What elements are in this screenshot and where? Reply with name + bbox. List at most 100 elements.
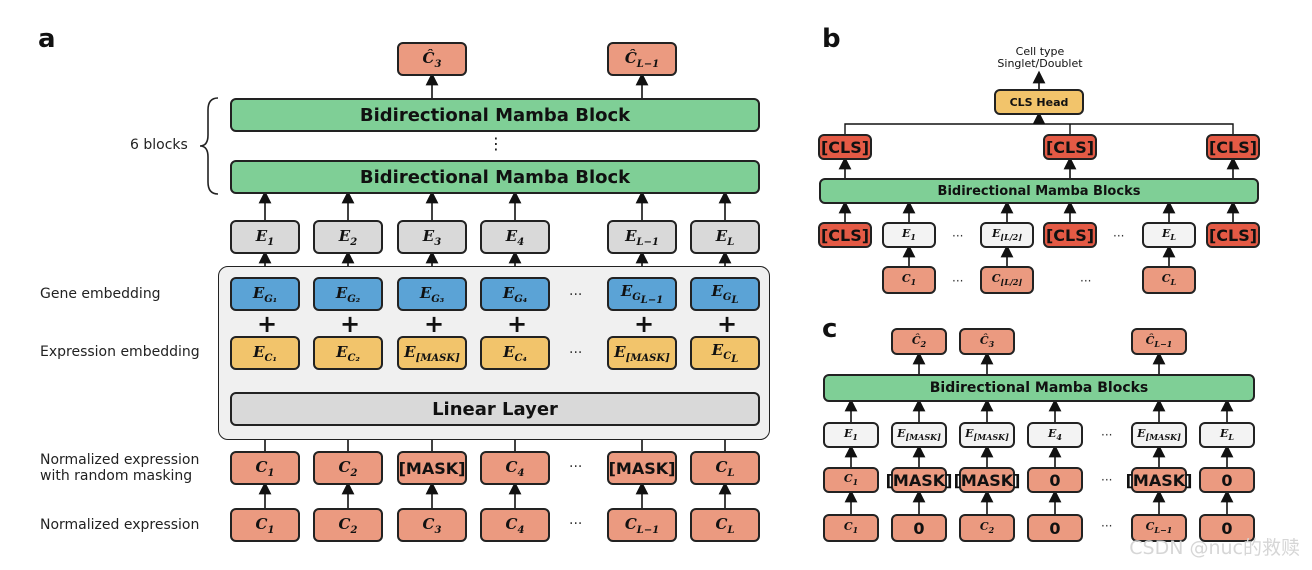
c-output-box: ĈL−1 [1131, 328, 1187, 355]
c-masked-input-box: [MASK] [954, 467, 1020, 493]
plus-sign: + [717, 310, 738, 338]
b-top-cls-box: [CLS] [1206, 134, 1260, 160]
b-input-token-box: E1 [882, 222, 936, 248]
a-ellipsis: ··· [569, 345, 583, 361]
c-embedding-box: EL [1199, 422, 1255, 448]
a-output-box: Ĉ3 [397, 42, 467, 76]
c-ellipsis: ··· [1101, 519, 1113, 533]
a-gene-embedding-box: EG₃ [397, 277, 467, 311]
a-vertical-dots: ⋮ [488, 134, 504, 153]
a-masked-input-box: [MASK] [607, 451, 677, 485]
c-mamba-blocks: Bidirectional Mamba Blocks [823, 374, 1255, 402]
a-masked-input-box: CL [690, 451, 760, 485]
c-input-box: C1 [823, 514, 879, 542]
a-input-box: C1 [230, 508, 300, 542]
a-expression-embedding-box: E[MASK] [397, 336, 467, 370]
c-masked-input-box: [MASK] [886, 467, 952, 493]
a-expression-embedding-box: ECL [690, 336, 760, 370]
a-gene-embedding-box: EGL−1 [607, 277, 677, 311]
a-expression-embedding-box: EC₂ [313, 336, 383, 370]
b-input-token-box: [CLS] [818, 222, 872, 248]
b-ellipsis: ··· [1113, 229, 1125, 243]
a-input-box: C3 [397, 508, 467, 542]
c-embedding-box: E1 [823, 422, 879, 448]
c-input-box: 0 [1199, 514, 1255, 542]
a-ellipsis: ··· [569, 287, 583, 303]
a-embedding-sum-box: E2 [313, 220, 383, 254]
a-gene-embedding-box: EG₄ [480, 277, 550, 311]
label-normalized-expression: Normalized expression [40, 517, 200, 533]
b-top-cls-box: [CLS] [1043, 134, 1097, 160]
c-masked-input-box: 0 [1027, 467, 1083, 493]
c-embedding-box: E[MASK] [891, 422, 947, 448]
a-mamba-block-top: Bidirectional Mamba Block [230, 98, 760, 132]
a-ellipsis: ··· [569, 459, 583, 475]
c-embedding-box: E[MASK] [1131, 422, 1187, 448]
a-output-box: ĈL−1 [607, 42, 677, 76]
b-input-token-box: E⌊L/2⌋ [980, 222, 1034, 248]
panel-letter-a: a [38, 24, 56, 54]
b-cell-input-box: C⌊L/2⌋ [980, 266, 1034, 294]
label-normalized-masked-1: Normalized expression [40, 452, 200, 468]
a-embedding-sum-box: E3 [397, 220, 467, 254]
c-ellipsis: ··· [1101, 473, 1113, 487]
a-gene-embedding-box: EG₁ [230, 277, 300, 311]
a-expression-embedding-box: EC₁ [230, 336, 300, 370]
c-input-box: 0 [891, 514, 947, 542]
c-output-box: Ĉ2 [891, 328, 947, 355]
a-input-box: C4 [480, 508, 550, 542]
a-ellipsis: ··· [569, 516, 583, 532]
a-linear-layer: Linear Layer [230, 392, 760, 426]
b-input-token-box: EL [1142, 222, 1196, 248]
a-masked-input-box: C1 [230, 451, 300, 485]
a-gene-embedding-box: EG₂ [313, 277, 383, 311]
plus-sign: + [507, 310, 528, 338]
a-input-box: C2 [313, 508, 383, 542]
a-expression-embedding-box: E[MASK] [607, 336, 677, 370]
a-embedding-sum-box: E4 [480, 220, 550, 254]
b-ellipsis: ··· [952, 274, 964, 288]
panel-letter-c: c [822, 314, 838, 344]
b-mamba-blocks: Bidirectional Mamba Blocks [819, 178, 1259, 204]
a-input-box: CL−1 [607, 508, 677, 542]
label-gene-embedding: Gene embedding [40, 286, 161, 302]
c-masked-input-box: [MASK] [1126, 467, 1192, 493]
watermark: CSDN @nuc的救赎 [1129, 537, 1300, 559]
a-embedding-sum-box: EL−1 [607, 220, 677, 254]
plus-sign: + [257, 310, 278, 338]
a-input-box: CL [690, 508, 760, 542]
c-masked-input-box: C1 [823, 467, 879, 493]
a-mamba-block-bottom: Bidirectional Mamba Block [230, 160, 760, 194]
plus-sign: + [340, 310, 361, 338]
a-masked-input-box: [MASK] [397, 451, 467, 485]
c-masked-input-box: 0 [1199, 467, 1255, 493]
c-embedding-box: E4 [1027, 422, 1083, 448]
c-input-box: 0 [1027, 514, 1083, 542]
b-ellipsis: ··· [952, 229, 964, 243]
b-ellipsis: ··· [1080, 274, 1092, 288]
a-embedding-sum-box: EL [690, 220, 760, 254]
a-gene-embedding-box: EGL [690, 277, 760, 311]
a-masked-input-box: C2 [313, 451, 383, 485]
plus-sign: + [424, 310, 445, 338]
blocks-brace [199, 97, 219, 195]
label-normalized-masked-2: with random masking [40, 468, 193, 484]
a-expression-embedding-box: EC₄ [480, 336, 550, 370]
b-cell-input-box: CL [1142, 266, 1196, 294]
b-fan-line [844, 123, 1234, 134]
plus-sign: + [634, 310, 655, 338]
b-singlet-doublet-label: Singlet/Doublet [997, 57, 1083, 70]
b-cls-head: CLS Head [994, 89, 1084, 115]
a-blocks-label: 6 blocks [130, 137, 188, 153]
a-embedding-sum-box: E1 [230, 220, 300, 254]
label-expression-embedding: Expression embedding [40, 344, 200, 360]
b-input-token-box: [CLS] [1043, 222, 1097, 248]
b-cell-type-label: Cell type [1015, 45, 1065, 58]
panel-letter-b: b [822, 24, 841, 54]
c-input-box: CL−1 [1131, 514, 1187, 542]
c-ellipsis: ··· [1101, 428, 1113, 442]
b-input-token-box: [CLS] [1206, 222, 1260, 248]
c-input-box: C2 [959, 514, 1015, 542]
c-embedding-box: E[MASK] [959, 422, 1015, 448]
b-top-cls-box: [CLS] [818, 134, 872, 160]
